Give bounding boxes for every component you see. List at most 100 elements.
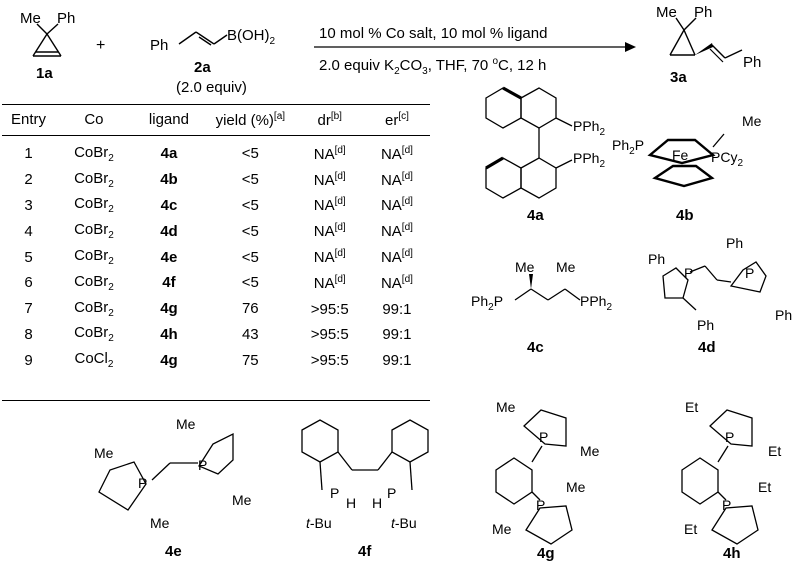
ligand-4f-label: 4f bbox=[358, 543, 372, 560]
ligand-4c-label: 4c bbox=[527, 339, 544, 356]
cell-co: CoBr2 bbox=[74, 298, 114, 319]
cell-er: NA[d] bbox=[380, 273, 413, 292]
cell-entry: 2 bbox=[24, 171, 33, 189]
ligand-4c-ph2p: Ph2P bbox=[471, 293, 503, 313]
ligand-4d-p1: P bbox=[684, 265, 693, 281]
ligand-4d-ph2: Ph bbox=[726, 235, 743, 251]
ligand-4h-et1: Et bbox=[685, 399, 698, 415]
reactant-2a-structure bbox=[178, 31, 228, 46]
cell-ligand: 4b bbox=[160, 171, 178, 189]
conditions-line-1: 10 mol % Co salt, 10 mol % ligand bbox=[319, 25, 547, 42]
cell-er: NA[d] bbox=[380, 222, 413, 241]
ligand-4a-pph2-bottom: PPh2 bbox=[573, 150, 605, 170]
product-3a-me: Me bbox=[656, 4, 677, 21]
plus-sign: + bbox=[96, 37, 105, 54]
cell-co: CoBr2 bbox=[74, 221, 114, 242]
ligand-4c-wedge bbox=[529, 274, 533, 289]
ligand-4b-ph2p: Ph2P bbox=[612, 137, 644, 157]
ligand-4e-me4: Me bbox=[232, 492, 252, 508]
ligand-4d-ph1: Ph bbox=[648, 251, 665, 267]
cell-er: NA[d] bbox=[380, 196, 413, 215]
cell-ligand: 4g bbox=[160, 351, 178, 369]
product-3a-ph2: Ph bbox=[743, 54, 761, 71]
table-row: 7 CoBr2 4g 76 >95:5 99:1 bbox=[2, 296, 430, 322]
ligand-4g-structure bbox=[495, 409, 573, 545]
ligand-4f-tbu2: t-Bu bbox=[391, 515, 417, 531]
cell-er: 99:1 bbox=[382, 326, 412, 344]
table-row: 8 CoBr2 4h 43 >95:5 99:1 bbox=[2, 322, 430, 348]
ligand-4a-bold-bond-top bbox=[502, 86, 522, 100]
ligand-4h-p2: P bbox=[722, 497, 731, 513]
ligand-4b-cp-bottom bbox=[652, 164, 715, 188]
ligand-4a-pph2-top: PPh2 bbox=[573, 118, 605, 138]
cell-dr: NA[d] bbox=[313, 248, 346, 267]
ligand-4h-structure bbox=[681, 409, 759, 545]
cell-ligand: 4e bbox=[160, 248, 178, 266]
cell-ligand: 4a bbox=[160, 145, 178, 163]
ligand-4g-me1: Me bbox=[496, 399, 516, 415]
ligand-4b-pcy2: PCy2 bbox=[711, 149, 743, 169]
product-3a-wedge bbox=[695, 43, 713, 55]
ligand-4f-tbu1: t-Bu bbox=[306, 515, 332, 531]
table-row: 9 CoCl2 4g 75 >95:5 99:1 bbox=[2, 347, 430, 373]
reactant-1a-label: 1a bbox=[36, 65, 53, 82]
cell-ligand: 4f bbox=[162, 274, 176, 292]
reactant-2a-equiv: (2.0 equiv) bbox=[176, 79, 247, 96]
cell-yield: 43 bbox=[241, 325, 259, 343]
product-3a-double-bond bbox=[709, 48, 724, 63]
cell-ligand: 4g bbox=[160, 300, 178, 318]
table-row: 6 CoBr2 4f <5 NA[d] NA[d] bbox=[2, 270, 430, 296]
cell-entry: 5 bbox=[24, 248, 33, 266]
reactant-2a-ph: Ph bbox=[150, 37, 168, 54]
cell-entry: 7 bbox=[24, 300, 33, 318]
ligand-4f-p2: P bbox=[387, 485, 396, 501]
cell-co: CoBr2 bbox=[74, 169, 114, 190]
col-ligand: ligand bbox=[132, 104, 206, 136]
ligand-4g-p2: P bbox=[536, 497, 545, 513]
product-3a-structure bbox=[669, 17, 743, 59]
cell-er: 99:1 bbox=[382, 300, 412, 318]
ligand-4g-p1: P bbox=[539, 429, 548, 445]
conditions-line-2: 2.0 equiv K2CO3, THF, 70 oC, 12 h bbox=[319, 56, 546, 77]
cell-yield: <5 bbox=[241, 248, 259, 266]
cell-yield: 76 bbox=[241, 300, 259, 318]
cell-yield: <5 bbox=[241, 222, 259, 240]
ligand-4e-me2: Me bbox=[176, 416, 196, 432]
ligand-4h-label: 4h bbox=[723, 545, 741, 562]
reactant-2a-label: 2a bbox=[194, 59, 211, 76]
scheme-structures: Me Ph 1a + Ph B(OH)2 2a (2.0 equiv) 10 m… bbox=[20, 4, 761, 96]
ligand-4g-me3: Me bbox=[566, 479, 586, 495]
ligand-4f-structure bbox=[301, 419, 429, 491]
ligand-4g-me2: Me bbox=[580, 443, 600, 459]
ligand-4c-me1: Me bbox=[515, 259, 535, 275]
cell-ligand: 4d bbox=[160, 222, 178, 240]
cell-yield: <5 bbox=[241, 274, 259, 292]
cell-co: CoBr2 bbox=[74, 272, 114, 293]
ligand-4c-pph2: PPh2 bbox=[580, 293, 612, 313]
cell-dr: NA[d] bbox=[313, 273, 346, 292]
col-entry: Entry bbox=[2, 104, 56, 136]
reactant-2a-boron: B(OH)2 bbox=[227, 27, 276, 47]
ligand-4h-et3: Et bbox=[758, 479, 771, 495]
table-row: 2 CoBr2 4b <5 NA[d] NA[d] bbox=[2, 167, 430, 193]
reactant-1a-structure bbox=[32, 23, 62, 57]
ligand-4b-label: 4b bbox=[676, 207, 694, 224]
table-row: 3 CoBr2 4c <5 NA[d] NA[d] bbox=[2, 193, 430, 219]
ligand-4a-bold-bond-bottom bbox=[485, 156, 504, 170]
col-co: Co bbox=[55, 104, 133, 136]
cell-er: NA[d] bbox=[380, 144, 413, 163]
ligand-4d-ph4: Ph bbox=[775, 307, 792, 323]
cell-co: CoBr2 bbox=[74, 247, 114, 268]
ligand-4h-p1: P bbox=[725, 429, 734, 445]
ligand-4e-p1: P bbox=[138, 475, 147, 491]
ligand-4b-cp-top bbox=[647, 138, 716, 165]
ligand-4a-label: 4a bbox=[527, 207, 544, 224]
cell-entry: 6 bbox=[24, 274, 33, 292]
ligand-4e-p2: P bbox=[198, 457, 207, 473]
optimization-table: Entry Co ligand yield (%)[a] dr[b] er[c]… bbox=[2, 104, 430, 373]
cell-yield: <5 bbox=[241, 196, 259, 214]
reactant-1a-me: Me bbox=[20, 10, 41, 27]
product-3a-label: 3a bbox=[670, 69, 687, 86]
reaction-arrowhead bbox=[625, 42, 636, 52]
